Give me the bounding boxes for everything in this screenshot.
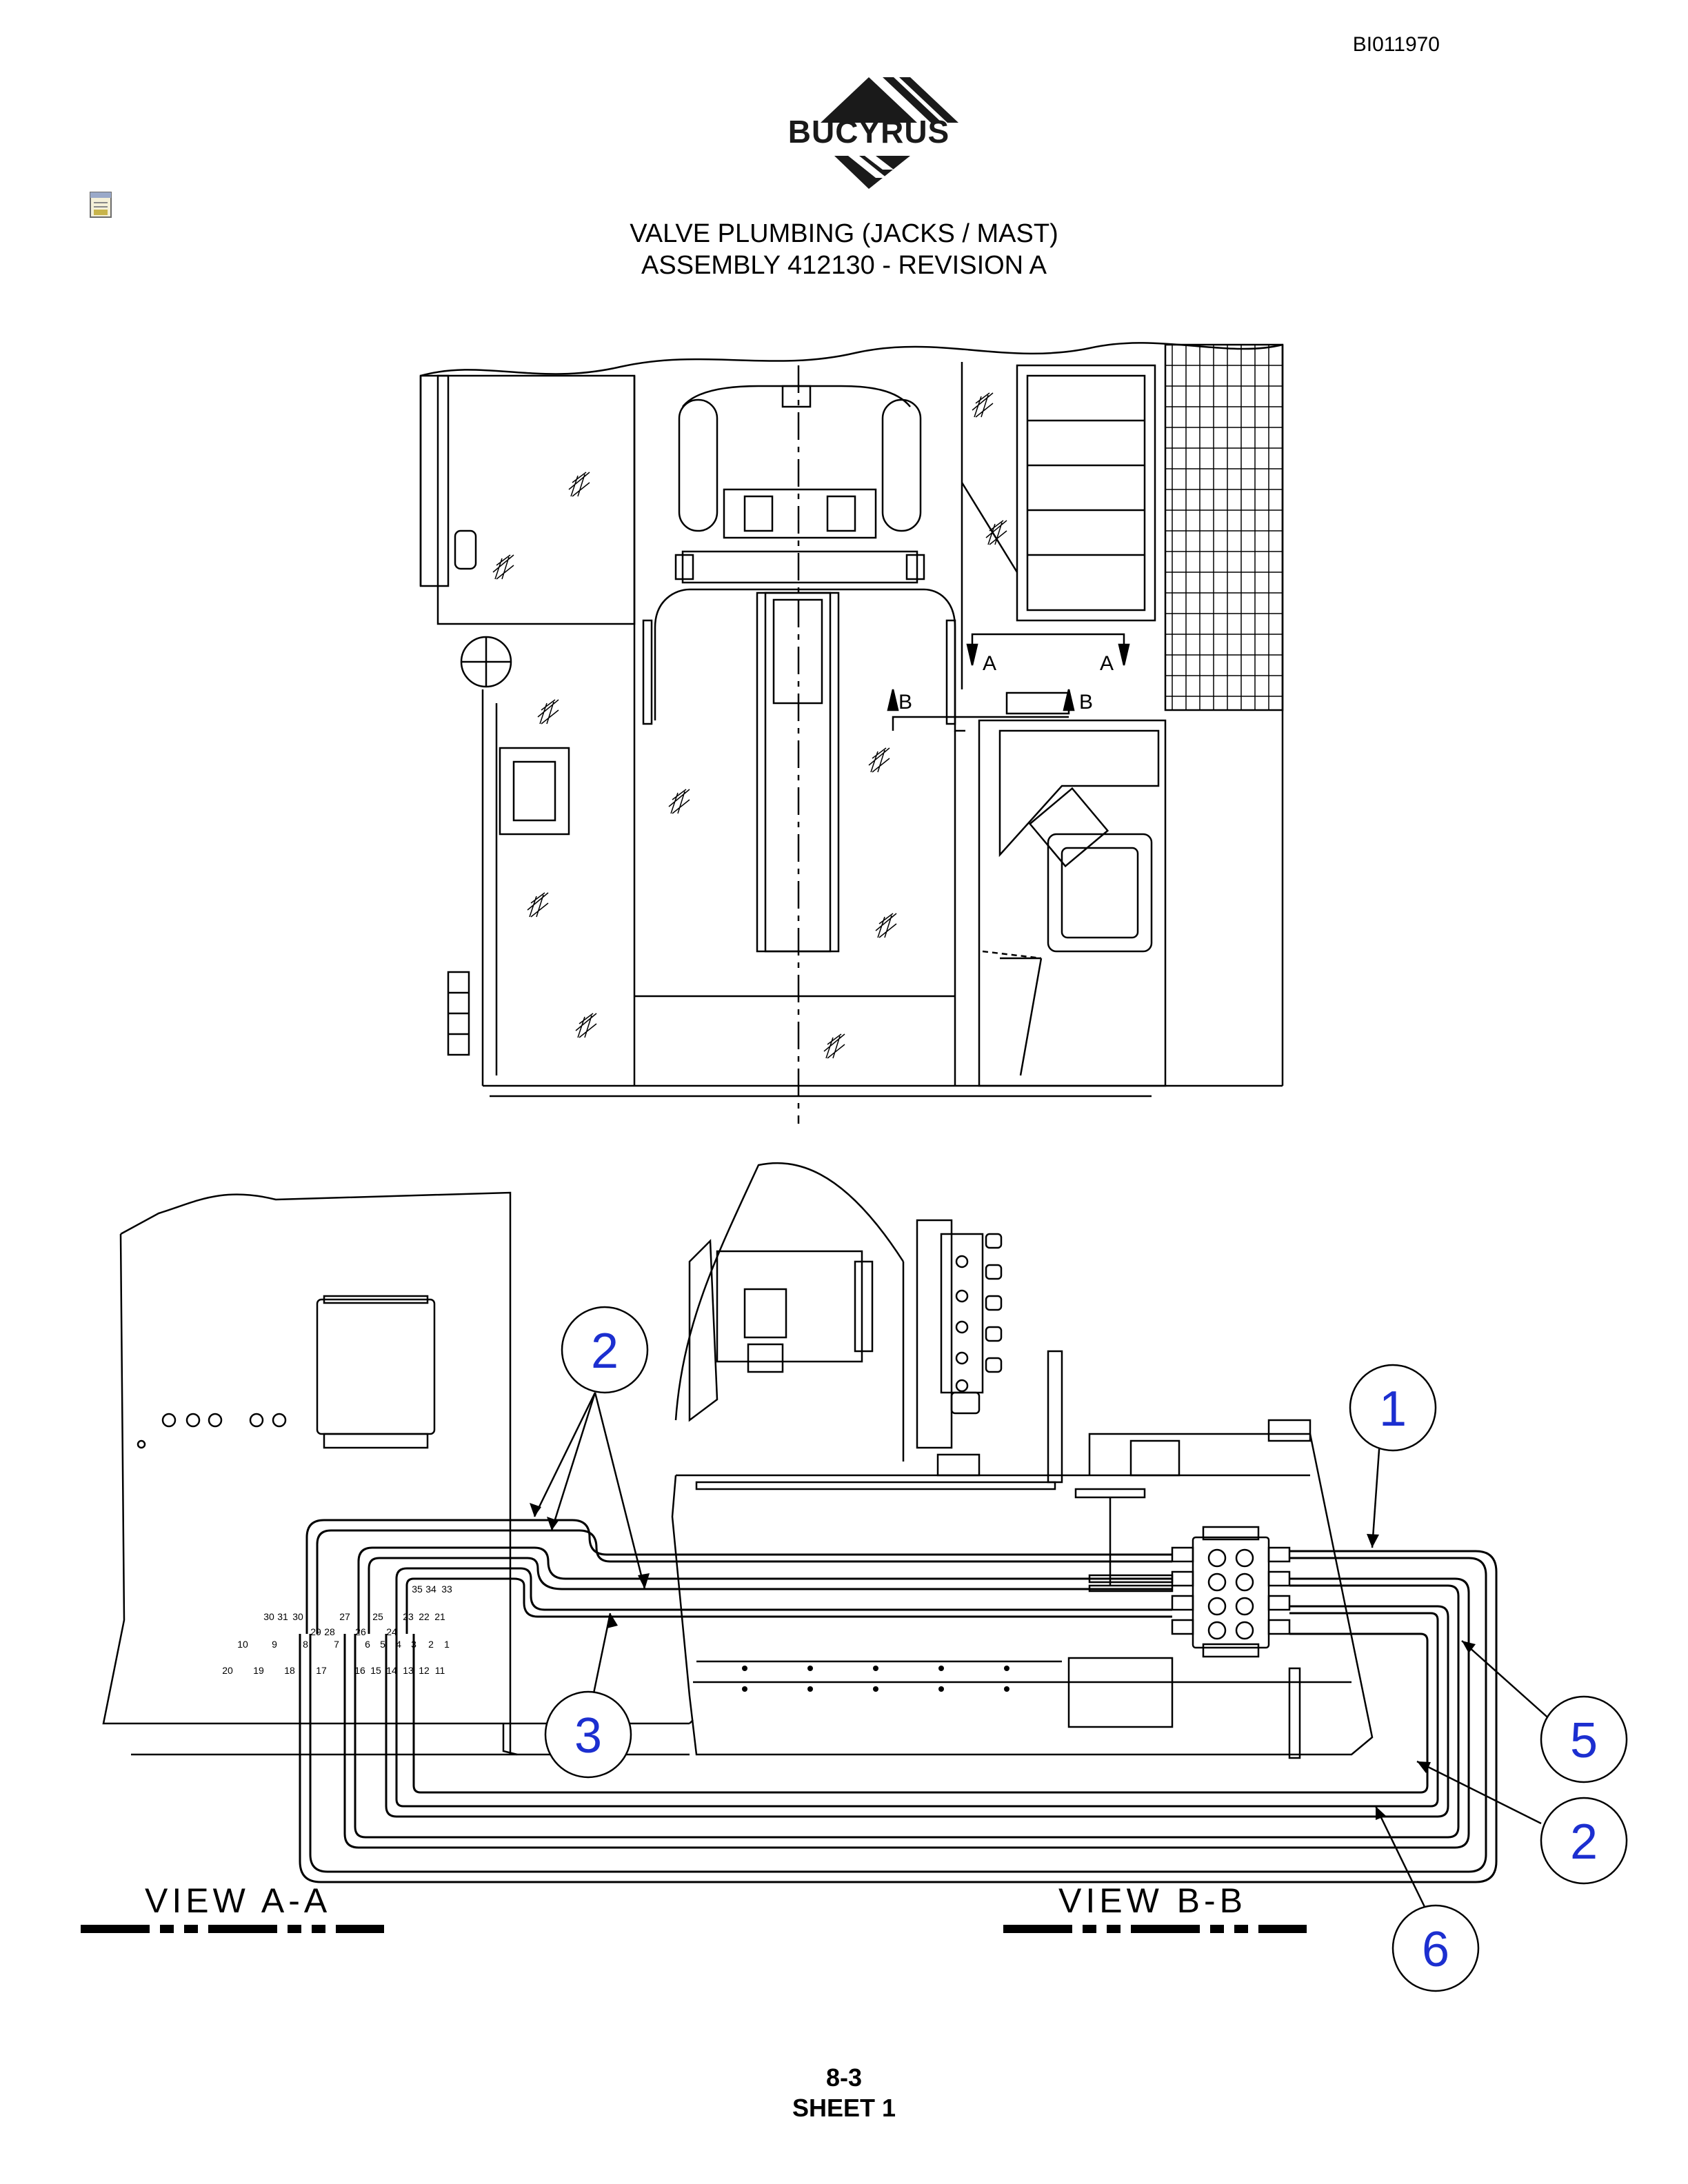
top-plan-view (419, 342, 1284, 1124)
section-marker-a-left: A (983, 652, 996, 675)
terminal-34: 34 (425, 1584, 436, 1595)
terminal-21: 21 (434, 1611, 445, 1622)
title-line-1: VALVE PLUMBING (JACKS / MAST) (630, 219, 1058, 248)
drawing-title: VALVE PLUMBING (JACKS / MAST) ASSEMBLY 4… (0, 218, 1688, 281)
terminal-35: 35 (412, 1584, 423, 1595)
terminal-10: 10 (237, 1639, 248, 1650)
terminal-19: 19 (253, 1665, 264, 1676)
terminal-8: 8 (303, 1639, 308, 1650)
terminal-14: 14 (386, 1665, 397, 1676)
terminal-13: 13 (403, 1665, 414, 1676)
sheet-number: SHEET 1 (792, 2094, 896, 2122)
terminal-5: 5 (380, 1639, 385, 1650)
terminal-28: 28 (324, 1626, 335, 1637)
terminal-7: 7 (334, 1639, 339, 1650)
view-b-b-underline (1003, 1925, 1307, 1933)
terminal-29: 29 (310, 1626, 321, 1637)
terminal-30a: 30 (263, 1611, 274, 1622)
callout-3: 3 (574, 1708, 602, 1763)
terminal-33: 33 (441, 1584, 452, 1595)
terminal-4: 4 (396, 1639, 401, 1650)
terminal-3: 3 (411, 1639, 416, 1650)
callout-leaders (533, 1392, 1559, 1910)
callout-2-bottom: 2 (1570, 1814, 1598, 1870)
page-footer: 8-3 SHEET 1 (0, 2063, 1688, 2123)
page-number: 8-3 (825, 2063, 863, 2092)
terminal-24: 24 (386, 1626, 397, 1637)
terminal-2: 2 (428, 1639, 434, 1650)
section-marker-a-right: A (1100, 652, 1114, 675)
bucyrus-logo: BUCYRUS (772, 74, 979, 192)
terminal-26: 26 (355, 1626, 366, 1637)
view-b-b-label: VIEW B-B (1058, 1881, 1247, 1920)
logo-text: BUCYRUS (787, 114, 950, 150)
terminal-20: 20 (222, 1665, 233, 1676)
document-icon[interactable] (88, 190, 116, 219)
terminal-18: 18 (284, 1665, 295, 1676)
terminal-9: 9 (272, 1639, 277, 1650)
terminal-27: 27 (339, 1611, 350, 1622)
terminal-17: 17 (316, 1665, 327, 1676)
section-marker-b-right: B (1079, 691, 1093, 714)
terminal-30b: 30 (292, 1611, 303, 1622)
terminal-25: 25 (372, 1611, 383, 1622)
section-marker-b-left: B (898, 691, 912, 714)
terminal-12: 12 (419, 1665, 430, 1676)
terminal-23: 23 (403, 1611, 414, 1622)
terminal-31: 31 (277, 1611, 288, 1622)
document-id: BI011970 (1352, 33, 1440, 56)
callout-5: 5 (1570, 1713, 1598, 1768)
view-a-a-label: VIEW A-A (145, 1881, 331, 1920)
view-a-a-underline (81, 1925, 384, 1933)
callout-2-top: 2 (591, 1324, 619, 1379)
hose-routes (299, 1519, 1498, 1883)
terminal-22: 22 (419, 1611, 430, 1622)
terminal-16: 16 (354, 1665, 365, 1676)
title-line-2: ASSEMBLY 412130 - REVISION A (641, 251, 1047, 280)
terminal-11: 11 (435, 1665, 445, 1676)
callout-6: 6 (1422, 1922, 1449, 1977)
callout-1: 1 (1379, 1382, 1407, 1437)
terminal-block-labels: 35 34 33 30 31 30 27 25 23 22 21 29 28 2… (222, 1584, 452, 1676)
terminal-15: 15 (370, 1665, 381, 1676)
terminal-6: 6 (365, 1639, 370, 1650)
terminal-1: 1 (444, 1639, 450, 1650)
